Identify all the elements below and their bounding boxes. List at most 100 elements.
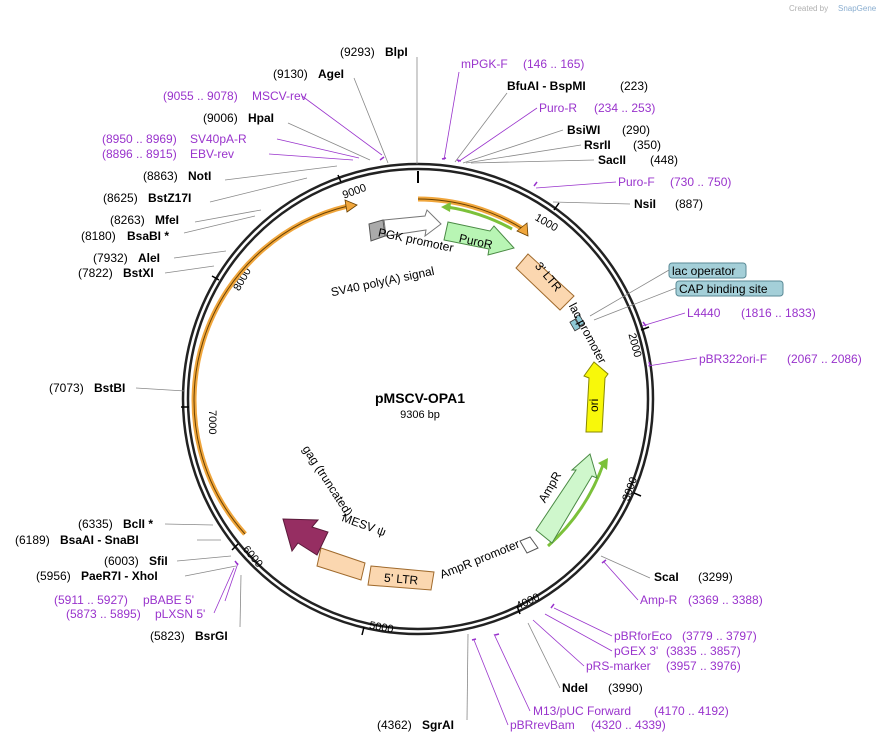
site-sacii[interactable]: SacII [598, 153, 626, 167]
primer-ebv-rev[interactable]: EBV-rev [190, 147, 234, 161]
primer-puro-r[interactable]: Puro-R [539, 101, 577, 115]
tick-label-5000: 5000 [368, 620, 394, 636]
site-bstz17i[interactable]: BstZ17I [148, 191, 191, 205]
primer-pbrforeco[interactable]: pBRforEco [614, 629, 672, 643]
site-pos-bsrgi: (5823) [150, 629, 185, 643]
primer-mpgk-f[interactable]: mPGK-F [461, 57, 508, 71]
primer-range-prs-marker: (3957 .. 3976) [666, 659, 741, 673]
primer-leader-lines [213, 71, 698, 726]
puror-label: PuroR [458, 231, 495, 252]
ori-label: ori [587, 399, 601, 412]
puro-green-arc [446, 205, 513, 231]
primer-range-puro-f: (730 .. 750) [670, 175, 731, 189]
plasmid-name: pMSCV-OPA1 [375, 390, 465, 406]
5-ltr-label: 5' LTR [384, 571, 420, 588]
site-alei[interactable]: AleI [138, 251, 160, 265]
feature-5-ltr [367, 565, 435, 591]
site-pos-bsiwi: (290) [622, 123, 650, 137]
site-ndei[interactable]: NdeI [562, 681, 588, 695]
primer-range-pbrrevbam: (4320 .. 4339) [591, 718, 666, 732]
puro-green-arrowhead [441, 202, 451, 212]
feature-puror [443, 221, 515, 256]
feature-gag [282, 518, 329, 556]
site-pos-mfei: (8263) [110, 213, 145, 227]
tick-label-3000: 3000 [620, 475, 640, 502]
orf-puro-arrowhead [516, 222, 529, 237]
orf-gag-arc-edge [193, 205, 349, 535]
lac-promoter-label: lac promoter [566, 300, 610, 365]
primer-range-mpgk-f: (146 .. 165) [523, 57, 584, 71]
feature-ori [583, 361, 609, 433]
feature-ampr-promoter [519, 536, 539, 554]
site-blpi[interactable]: BlpI [385, 45, 408, 59]
primer-sv40pa-r[interactable]: SV40pA-R [190, 132, 247, 146]
primer-range-mscv-rev: (9055 .. 9078) [163, 89, 238, 103]
primer-range-ebv-rev: (8896 .. 8915) [102, 147, 177, 161]
feature-3-ltr [515, 253, 575, 311]
site-pos-bsaai: (6189) [15, 533, 50, 547]
primer-marks [234, 156, 651, 641]
site-agei[interactable]: AgeI [318, 67, 344, 81]
site-bsaai-snabi[interactable]: BsaAI - SnaBI [60, 533, 139, 547]
site-paer7i-xhoi[interactable]: PaeR7I - XhoI [81, 569, 158, 583]
site-bfuai-bspmi[interactable]: BfuAI - BspMI [507, 79, 586, 93]
primer-puro-f[interactable]: Puro-F [618, 175, 655, 189]
feature-sv40-polya [368, 219, 386, 242]
site-pos-bstz17i: (8625) [103, 191, 138, 205]
orf-ampr-arc [547, 461, 606, 548]
feature-pgk-promoter [383, 209, 442, 238]
backbone-inner [186, 167, 650, 631]
primer-amp-r[interactable]: Amp-R [640, 593, 678, 607]
site-bcli[interactable]: BclI * [123, 517, 153, 531]
primer-range-l4440: (1816 .. 1833) [741, 306, 816, 320]
site-pos-rsrii: (350) [633, 138, 661, 152]
primer-mscv-rev[interactable]: MSCV-rev [252, 89, 307, 103]
primer-range-pbr322ori-f: (2067 .. 2086) [787, 352, 862, 366]
site-bstxi[interactable]: BstXI [123, 266, 154, 280]
site-pos-bstxi: (7822) [78, 266, 113, 280]
primer-range-plxsn5: (5873 .. 5895) [66, 607, 141, 621]
snapgene-brand: SnapGene [838, 4, 877, 13]
site-pos-hpai: (9006) [203, 111, 238, 125]
primer-pgex3[interactable]: pGEX 3' [614, 644, 658, 658]
gag-label: gag (truncated) [300, 443, 356, 519]
primer-plxsn5[interactable]: pLXSN 5' [155, 607, 205, 621]
primer-m13-puc-forward[interactable]: M13/pUC Forward [533, 704, 631, 718]
tick-label-9000: 9000 [341, 182, 368, 202]
site-scai[interactable]: ScaI [654, 570, 679, 584]
site-mfei[interactable]: MfeI [155, 213, 179, 227]
site-rsrii[interactable]: RsrII [584, 138, 611, 152]
site-pos-bfuai: (223) [620, 79, 648, 93]
primer-l4440[interactable]: L4440 [687, 306, 721, 320]
primer-range-pbabe5: (5911 .. 5927) [54, 593, 128, 607]
backbone-outer [181, 162, 655, 636]
site-sfii[interactable]: SfiI [149, 554, 168, 568]
site-nsii[interactable]: NsiI [634, 197, 656, 211]
primer-range-amp-r: (3369 .. 3388) [688, 593, 763, 607]
sv40-label: SV40 poly(A) signal [330, 264, 436, 300]
site-pos-agei: (9130) [273, 67, 308, 81]
site-sgrai[interactable]: SgrAI [422, 718, 454, 732]
site-hpai[interactable]: HpaI [248, 111, 274, 125]
primer-pbr322ori-f[interactable]: pBR322ori-F [699, 352, 767, 366]
orf-gag-arrowhead [344, 199, 358, 213]
site-bsabi[interactable]: BsaBI * [127, 229, 169, 243]
site-pos-sfii: (6003) [104, 554, 139, 568]
site-noti[interactable]: NotI [188, 169, 211, 183]
lac-operator-label: lac operator [672, 264, 735, 278]
site-pos-bsabi: (8180) [81, 229, 116, 243]
primer-pbrrevbam[interactable]: pBRrevBam [510, 718, 575, 732]
primer-range-puro-r: (234 .. 253) [594, 101, 655, 115]
feature-ampr [535, 453, 598, 544]
primer-prs-marker[interactable]: pRS-marker [586, 659, 651, 673]
primer-range-pgex3: (3835 .. 3857) [666, 644, 741, 658]
primer-range-sv40pa-r: (8950 .. 8969) [102, 132, 177, 146]
site-bsrgi[interactable]: BsrGI [195, 629, 228, 643]
primer-pbabe5[interactable]: pBABE 5' [143, 593, 194, 607]
primer-range-pbrforeco: (3779 .. 3797) [682, 629, 757, 643]
feature-cap-site [574, 314, 585, 327]
tick-label-2000: 2000 [625, 332, 643, 359]
site-bsiwi[interactable]: BsiWI [567, 123, 600, 137]
site-bstbi[interactable]: BstBI [94, 381, 125, 395]
site-pos-noti: (8863) [143, 169, 178, 183]
